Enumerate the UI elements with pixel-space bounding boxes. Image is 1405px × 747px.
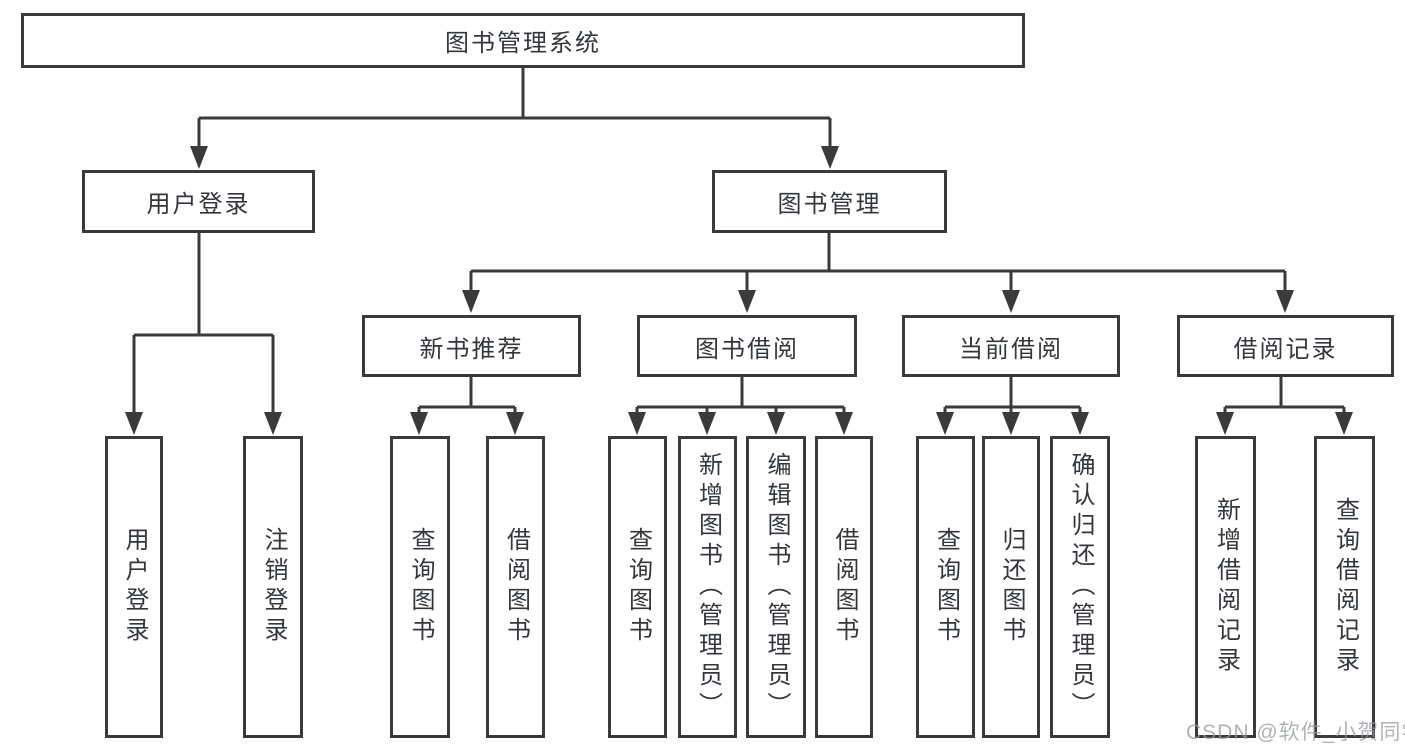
node-borrowing-records: 借阅记录 — [1177, 315, 1394, 377]
node-label: 借阅记录 — [1233, 335, 1338, 363]
node-label: 借阅图书 — [831, 527, 858, 647]
node-user-login: 用户登录 — [82, 170, 315, 233]
leaf-edit-books-admin: 编辑图书（管理员） — [746, 436, 806, 738]
node-label: 注销登录 — [260, 527, 287, 647]
node-label: 图书借阅 — [695, 335, 799, 363]
node-label: 用户登录 — [146, 191, 251, 218]
node-label: 确认归还（管理员） — [1067, 452, 1094, 722]
leaf-query-books-current: 查询图书 — [916, 436, 975, 738]
node-label: 查询图书 — [932, 527, 960, 647]
node-label: 归还图书 — [998, 527, 1025, 647]
leaf-query-books-borrow: 查询图书 — [608, 436, 667, 738]
node-label: 新书推荐 — [419, 335, 524, 363]
node-label: 查询图书 — [407, 527, 434, 647]
node-library-management-system: 图书管理系统 — [21, 13, 1025, 68]
node-label: 查询借阅记录 — [1331, 497, 1359, 677]
node-label: 借阅图书 — [502, 527, 530, 647]
leaf-borrow-books-recommend: 借阅图书 — [486, 436, 545, 738]
watermark: CSDN @软件_小贺同学 — [1186, 721, 1405, 744]
node-label: 查询图书 — [624, 527, 652, 647]
leaf-user-login: 用户登录 — [105, 436, 163, 738]
node-label: 新增图书（管理员） — [694, 452, 722, 722]
leaf-borrow-books: 借阅图书 — [815, 436, 873, 738]
leaf-return-books: 归还图书 — [982, 436, 1040, 738]
leaf-logout: 注销登录 — [243, 436, 303, 738]
leaf-confirm-return-admin: 确认归还（管理员） — [1050, 436, 1110, 738]
node-book-management: 图书管理 — [712, 170, 947, 233]
node-label: 当前借阅 — [959, 335, 1063, 363]
leaf-add-borrow-record: 新增借阅记录 — [1195, 436, 1256, 738]
leaf-add-books-admin: 新增图书（管理员） — [678, 436, 737, 738]
node-label: 新增借阅记录 — [1212, 497, 1240, 677]
leaf-query-books-recommend: 查询图书 — [390, 436, 450, 738]
node-current-borrowing: 当前借阅 — [902, 315, 1120, 377]
node-label: 编辑图书（管理员） — [763, 452, 790, 722]
node-label: 图书管理 — [777, 191, 882, 218]
node-label: 图书管理系统 — [445, 30, 601, 57]
node-new-book-recommendation: 新书推荐 — [362, 315, 581, 377]
node-label: 用户登录 — [121, 527, 148, 647]
node-book-borrowing: 图书借阅 — [637, 315, 857, 377]
leaf-query-borrow-record: 查询借阅记录 — [1314, 436, 1375, 738]
